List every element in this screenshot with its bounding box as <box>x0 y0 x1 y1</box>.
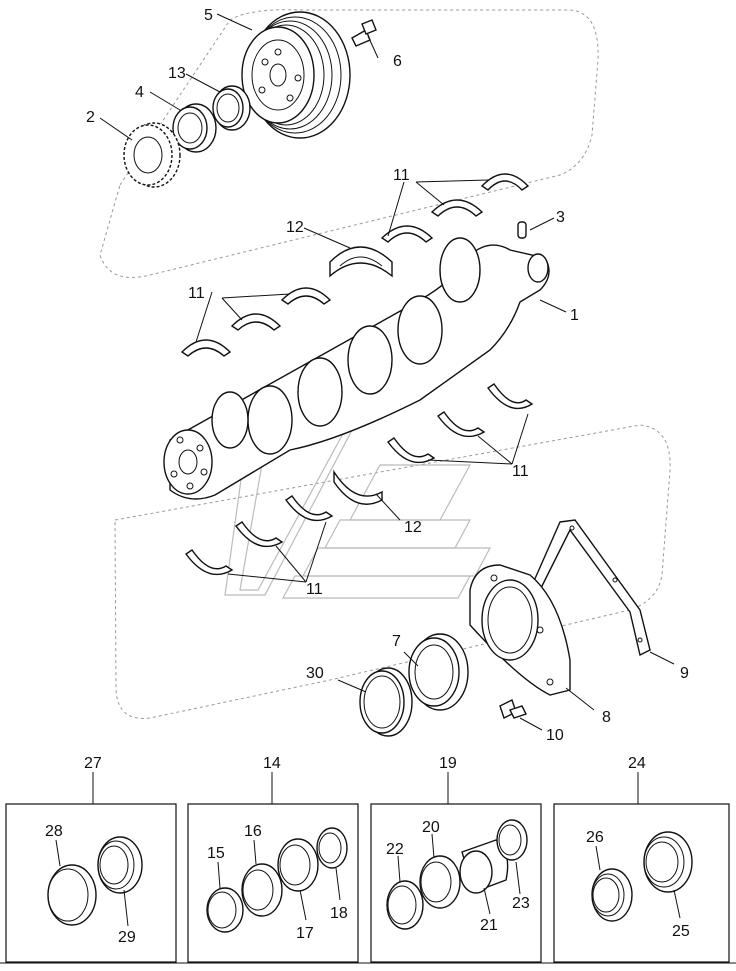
callout-13: 13 <box>168 65 186 82</box>
callout-2: 2 <box>86 109 95 126</box>
part-18-label: 18 <box>330 905 348 922</box>
part-28-ring <box>47 864 97 926</box>
part-10-bolt[interactable] <box>499 699 527 719</box>
callout-5: 5 <box>204 7 213 24</box>
callout-9: 9 <box>680 665 689 682</box>
part-12-thrust-bearing-upper[interactable] <box>329 246 393 278</box>
callout-11-right: 11 <box>512 463 529 480</box>
part-17-label: 17 <box>296 925 314 942</box>
callout-10: 10 <box>546 727 564 744</box>
part-26-ring <box>591 868 633 922</box>
kit-27-number: 27 <box>84 755 102 772</box>
callout-11-left: 11 <box>188 285 205 302</box>
part-29-label: 29 <box>118 929 136 946</box>
part-22-label: 22 <box>386 841 404 858</box>
callout-11-top: 11 <box>393 167 410 184</box>
callout-3: 3 <box>556 209 565 226</box>
kit-19-number: 19 <box>439 755 457 772</box>
bearing-shells-upper[interactable] <box>180 173 530 357</box>
part-3-dowel-pin[interactable] <box>517 221 527 239</box>
part-23-label: 23 <box>512 895 530 912</box>
part-6-bolt[interactable] <box>351 19 377 47</box>
callout-numbers: 5 6 13 4 2 11 3 12 11 1 11 12 11 7 30 9 … <box>86 7 689 744</box>
callout-11-bottom: 11 <box>306 581 323 598</box>
part-15-label: 15 <box>207 845 225 862</box>
callout-1: 1 <box>570 307 579 324</box>
part-25-ring <box>643 831 693 893</box>
kit-14-number: 14 <box>263 755 281 772</box>
part-16-label: 16 <box>244 823 262 840</box>
kit-24-number: 24 <box>628 755 646 772</box>
part-29-ring <box>97 836 143 894</box>
part-30-wear-sleeve[interactable] <box>359 667 413 737</box>
lower-group-outline <box>114 424 671 719</box>
callout-8: 8 <box>602 709 611 726</box>
leader-lines <box>99 13 675 731</box>
part-26-label: 26 <box>586 829 604 846</box>
part-2-timing-gear[interactable] <box>123 122 181 188</box>
part-28-label: 28 <box>45 823 63 840</box>
part-13-seal-ring[interactable] <box>212 85 251 131</box>
part-5-crankshaft-pulley[interactable] <box>241 11 351 139</box>
part-21-label: 21 <box>480 917 498 934</box>
kit-19[interactable]: 19 22 20 21 23 <box>370 755 542 963</box>
part-8-rear-seal-housing[interactable] <box>469 564 571 696</box>
part-1-crankshaft[interactable] <box>163 237 550 500</box>
part-4-spacer-ring[interactable] <box>172 103 217 153</box>
callout-6: 6 <box>393 53 402 70</box>
callout-30: 30 <box>306 665 324 682</box>
callout-12-bottom: 12 <box>404 519 422 536</box>
front-group-outline <box>99 9 599 278</box>
callout-12-top: 12 <box>286 219 304 236</box>
part-12-thrust-bearing-lower[interactable] <box>333 469 383 505</box>
kit-24[interactable]: 24 26 25 <box>553 755 730 963</box>
part-20-label: 20 <box>422 819 440 836</box>
callout-4: 4 <box>135 84 144 101</box>
callout-7: 7 <box>392 633 401 650</box>
part-25-label: 25 <box>672 923 690 940</box>
bearing-shells-lower[interactable] <box>185 383 534 576</box>
part-7-rear-oil-seal[interactable] <box>408 633 469 711</box>
kit-14[interactable]: 14 15 16 17 18 <box>187 755 359 963</box>
kit-27[interactable]: 27 28 29 <box>5 755 177 963</box>
